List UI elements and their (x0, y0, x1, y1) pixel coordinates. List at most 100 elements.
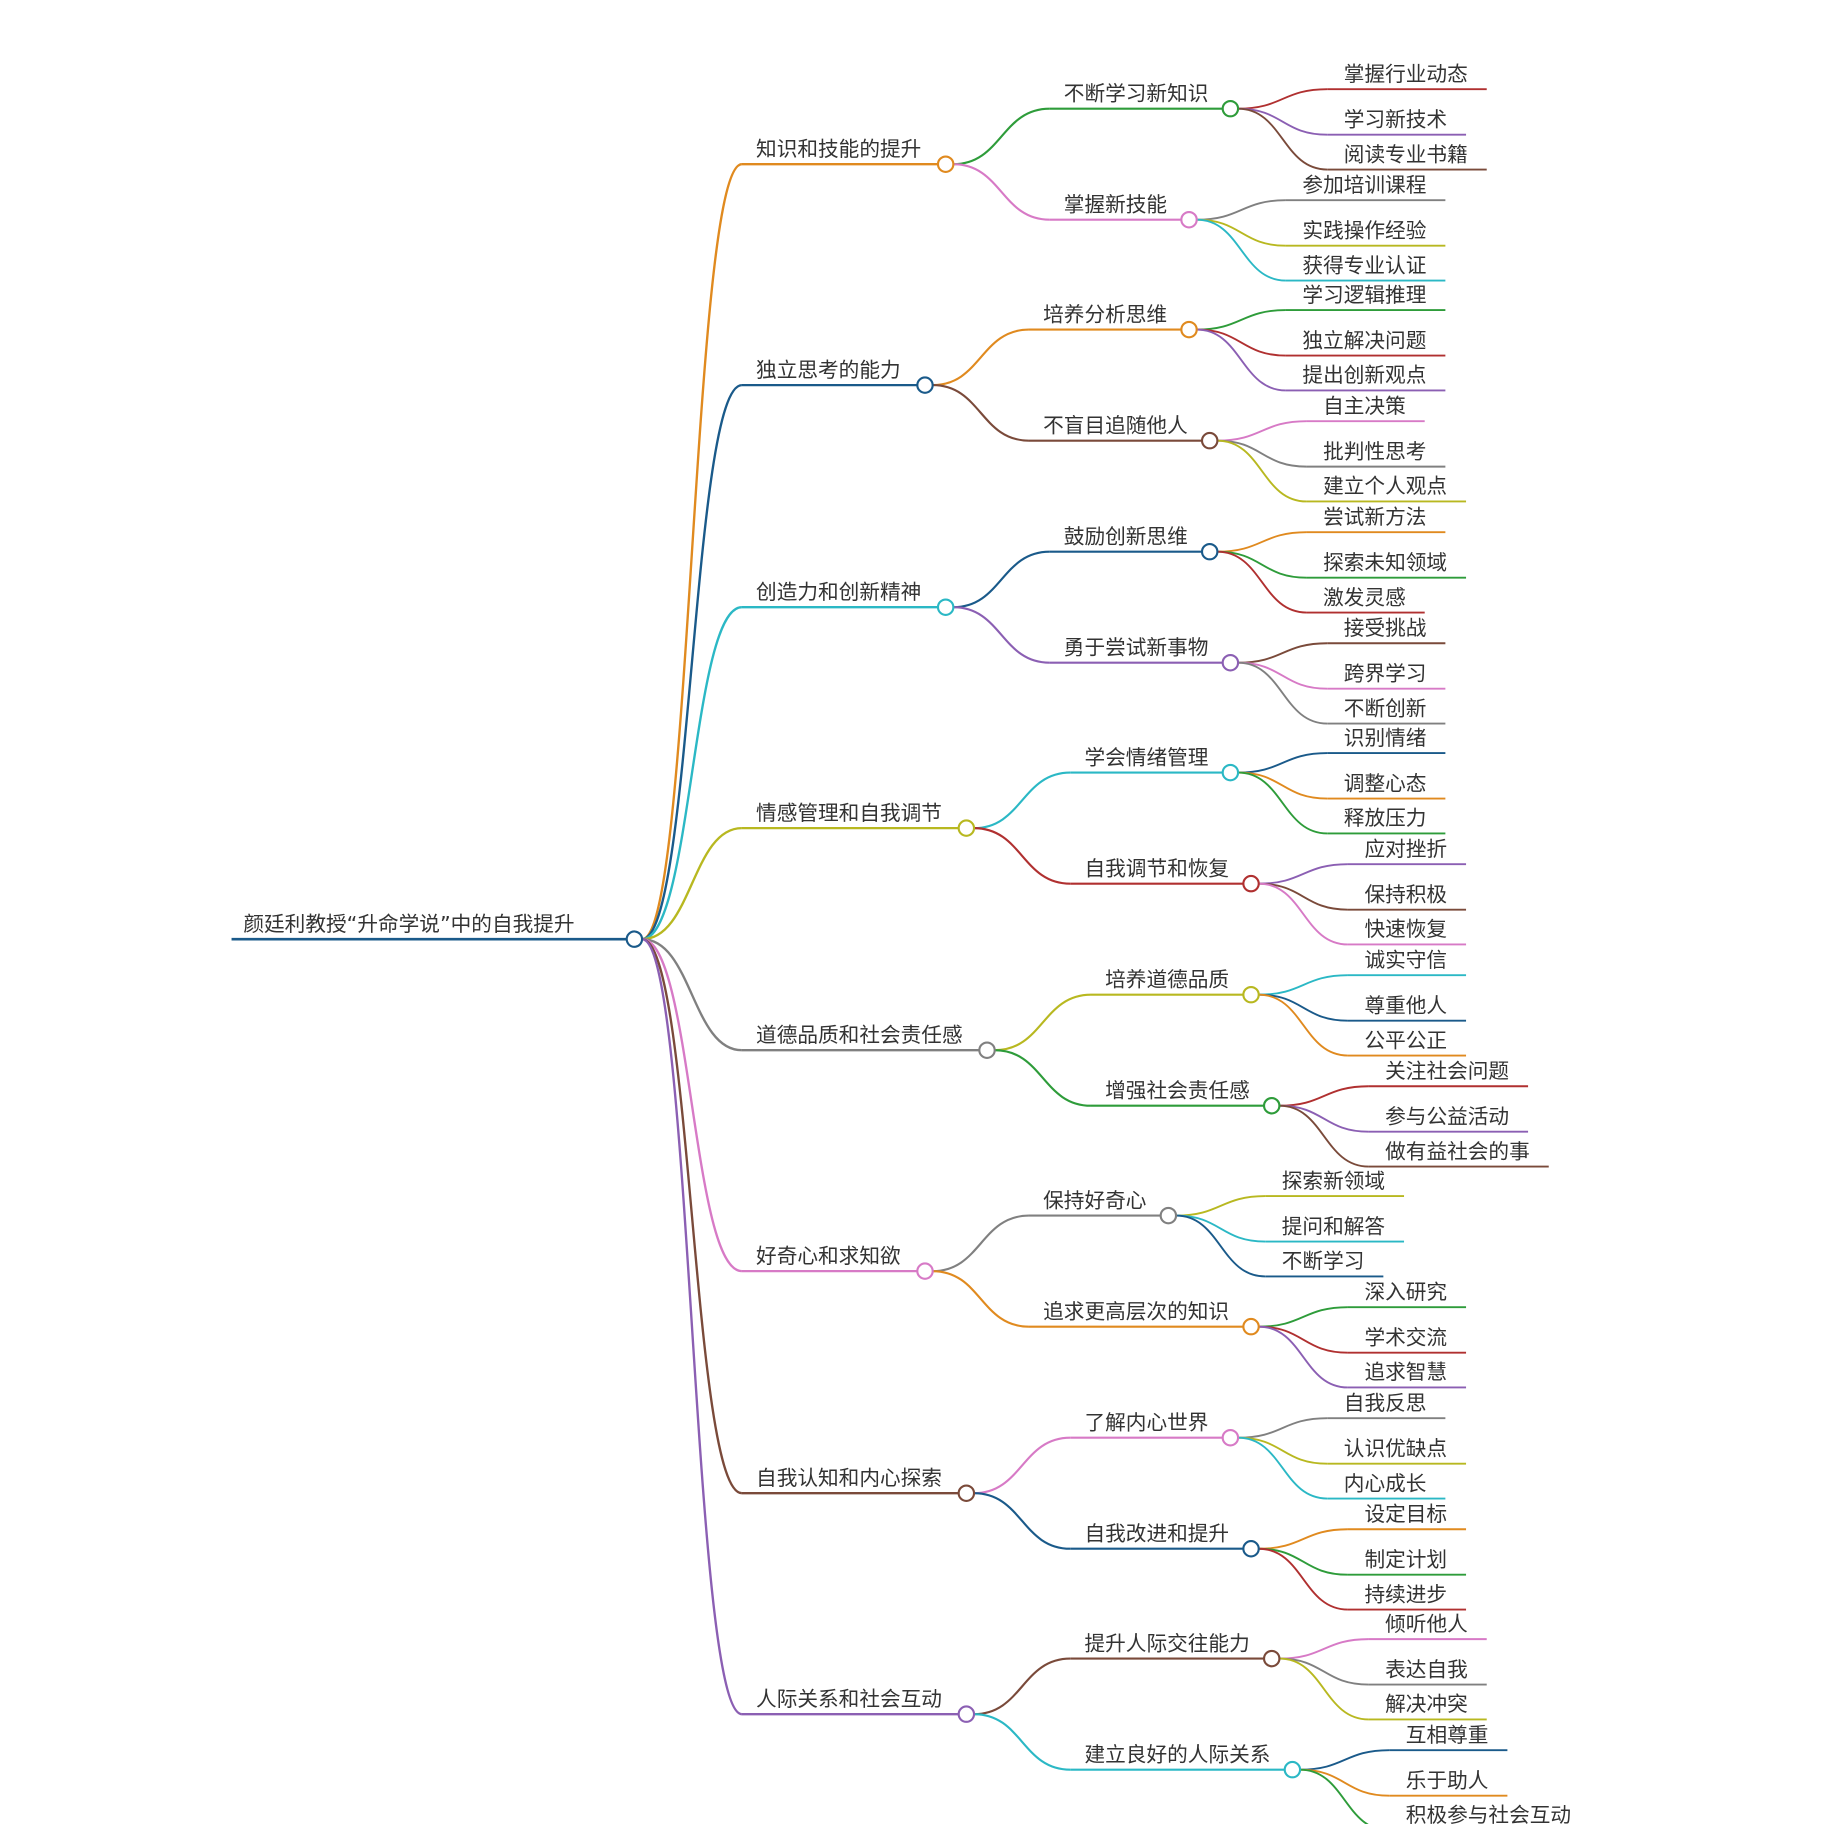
leaf-label[interactable]: 表达自我 (1385, 1657, 1468, 1681)
topic-label[interactable]: 保持好奇心 (1043, 1188, 1146, 1212)
leaf-label[interactable]: 制定计划 (1364, 1547, 1447, 1571)
topic-label[interactable]: 不盲目追随他人 (1043, 413, 1188, 437)
branch-label[interactable]: 情感管理和自我调节 (756, 801, 942, 825)
leaf-label[interactable]: 学习新技术 (1344, 107, 1447, 131)
topic-label[interactable]: 培养分析思维 (1043, 302, 1167, 326)
topic-toggle-circle[interactable] (1200, 542, 1219, 561)
branch-label[interactable]: 独立思考的能力 (756, 358, 901, 382)
topic-label[interactable]: 勇于尝试新事物 (1064, 635, 1209, 659)
leaf-label[interactable]: 释放压力 (1344, 806, 1427, 830)
leaf-label[interactable]: 倾听他人 (1385, 1612, 1468, 1636)
branch-label[interactable]: 道德品质和社会责任感 (756, 1023, 963, 1047)
topic-toggle-circle[interactable] (1262, 1649, 1281, 1668)
topic-toggle-circle[interactable] (1242, 985, 1260, 1004)
branch-toggle-circle[interactable] (936, 598, 955, 616)
leaf-label[interactable]: 建立个人观点 (1323, 474, 1447, 498)
leaf-label[interactable]: 诚实守信 (1364, 948, 1447, 972)
topic-label[interactable]: 提升人际交往能力 (1084, 1631, 1249, 1655)
topic-toggle-circle[interactable] (1242, 1540, 1260, 1558)
topic-label[interactable]: 了解内心世界 (1084, 1410, 1208, 1434)
leaf-label[interactable]: 积极参与社会互动 (1406, 1803, 1571, 1824)
branch-toggle-circle[interactable] (957, 819, 976, 837)
leaf-label[interactable]: 持续进步 (1364, 1582, 1447, 1606)
topic-toggle-circle[interactable] (1180, 320, 1198, 339)
leaf-label[interactable]: 快速恢复 (1364, 917, 1447, 941)
topic-toggle-circle[interactable] (1221, 653, 1240, 672)
topic-toggle-circle[interactable] (1242, 1317, 1260, 1336)
leaf-label[interactable]: 认识优缺点 (1344, 1436, 1447, 1460)
topic-label[interactable]: 培养道德品质 (1105, 967, 1229, 991)
leaf-label[interactable]: 内心成长 (1344, 1471, 1427, 1495)
leaf-label[interactable]: 激发灵感 (1323, 585, 1406, 609)
branch-connector (642, 937, 742, 1052)
leaf-label[interactable]: 识别情绪 (1344, 726, 1427, 750)
topic-label[interactable]: 学会情绪管理 (1084, 745, 1208, 769)
leaf-label[interactable]: 尝试新方法 (1323, 505, 1426, 529)
leaf-label[interactable]: 追求智慧 (1364, 1360, 1447, 1384)
topic-toggle-circle[interactable] (1262, 1096, 1281, 1115)
leaf-label[interactable]: 公平公正 (1364, 1028, 1447, 1052)
topic-label[interactable]: 不断学习新知识 (1064, 81, 1209, 105)
leaf-label[interactable]: 不断创新 (1344, 696, 1427, 720)
leaf-label[interactable]: 跨界学习 (1344, 661, 1427, 685)
leaf-label[interactable]: 学术交流 (1364, 1325, 1447, 1349)
leaf-label[interactable]: 乐于助人 (1406, 1768, 1489, 1792)
topic-label[interactable]: 自我调节和恢复 (1084, 856, 1229, 880)
topic-label[interactable]: 追求更高层次的知识 (1043, 1299, 1229, 1323)
leaf-label[interactable]: 互相尊重 (1406, 1723, 1489, 1747)
branch-toggle-circle[interactable] (936, 155, 955, 173)
branch-label[interactable]: 自我认知和内心探索 (756, 1466, 942, 1490)
leaf-label[interactable]: 提问和解答 (1282, 1214, 1386, 1238)
branch-toggle-circle[interactable] (978, 1041, 996, 1059)
root-toggle-circle[interactable] (625, 930, 644, 948)
leaf-label[interactable]: 探索新领域 (1282, 1169, 1385, 1193)
leaf-label[interactable]: 尊重他人 (1364, 993, 1447, 1017)
leaf-label[interactable]: 自我反思 (1344, 1391, 1427, 1415)
topic-toggle-circle[interactable] (1221, 1428, 1240, 1447)
branch-label[interactable]: 知识和技能的提升 (756, 137, 921, 161)
leaf-label[interactable]: 阅读专业书籍 (1344, 142, 1468, 166)
leaf-label[interactable]: 实践操作经验 (1302, 218, 1426, 242)
topic-toggle-circle[interactable] (1159, 1206, 1178, 1225)
leaf-connector (1238, 1436, 1328, 1465)
leaf-label[interactable]: 关注社会问题 (1385, 1059, 1509, 1083)
topic-toggle-circle[interactable] (1221, 763, 1240, 782)
topic-toggle-circle[interactable] (1242, 874, 1260, 893)
leaf-label[interactable]: 探索未知领域 (1323, 550, 1447, 574)
topic-label[interactable]: 自我改进和提升 (1084, 1521, 1229, 1545)
topic-label[interactable]: 建立良好的人际关系 (1084, 1742, 1270, 1766)
leaf-label[interactable]: 参加培训课程 (1302, 173, 1426, 197)
leaf-label[interactable]: 调整心态 (1344, 771, 1427, 795)
leaf-label[interactable]: 深入研究 (1364, 1280, 1447, 1304)
branch-label[interactable]: 创造力和创新精神 (756, 580, 921, 604)
leaf-label[interactable]: 做有益社会的事 (1385, 1139, 1530, 1163)
topic-toggle-circle[interactable] (1283, 1760, 1302, 1779)
topic-label[interactable]: 鼓励创新思维 (1064, 524, 1188, 548)
root-topic-label[interactable]: 颜廷利教授“升命学说”中的自我提升 (243, 912, 574, 936)
topic-label[interactable]: 掌握新技能 (1064, 192, 1167, 216)
leaf-label[interactable]: 不断学习 (1282, 1249, 1365, 1273)
topic-toggle-circle[interactable] (1221, 99, 1240, 118)
leaf-label[interactable]: 保持积极 (1364, 882, 1447, 906)
leaf-label[interactable]: 设定目标 (1364, 1502, 1447, 1526)
branch-toggle-circle[interactable] (916, 376, 934, 394)
leaf-label[interactable]: 学习逻辑推理 (1302, 283, 1426, 307)
leaf-label[interactable]: 批判性思考 (1323, 439, 1426, 463)
leaf-label[interactable]: 获得专业认证 (1302, 253, 1426, 277)
leaf-label[interactable]: 解决冲突 (1385, 1692, 1468, 1716)
branch-toggle-circle[interactable] (957, 1484, 976, 1502)
leaf-label[interactable]: 自主决策 (1323, 394, 1406, 418)
leaf-label[interactable]: 接受挑战 (1344, 616, 1427, 640)
leaf-label[interactable]: 独立解决问题 (1302, 328, 1426, 352)
branch-toggle-circle[interactable] (957, 1705, 976, 1723)
leaf-label[interactable]: 掌握行业动态 (1344, 62, 1468, 86)
topic-toggle-circle[interactable] (1200, 431, 1219, 450)
leaf-label[interactable]: 参与公益活动 (1385, 1104, 1509, 1128)
branch-label[interactable]: 人际关系和社会互动 (756, 1687, 942, 1711)
topic-toggle-circle[interactable] (1180, 210, 1198, 229)
branch-label[interactable]: 好奇心和求知欲 (756, 1244, 901, 1268)
topic-label[interactable]: 增强社会责任感 (1105, 1078, 1250, 1102)
leaf-label[interactable]: 应对挫折 (1364, 837, 1447, 861)
leaf-label[interactable]: 提出创新观点 (1302, 363, 1426, 387)
branch-toggle-circle[interactable] (916, 1262, 934, 1280)
